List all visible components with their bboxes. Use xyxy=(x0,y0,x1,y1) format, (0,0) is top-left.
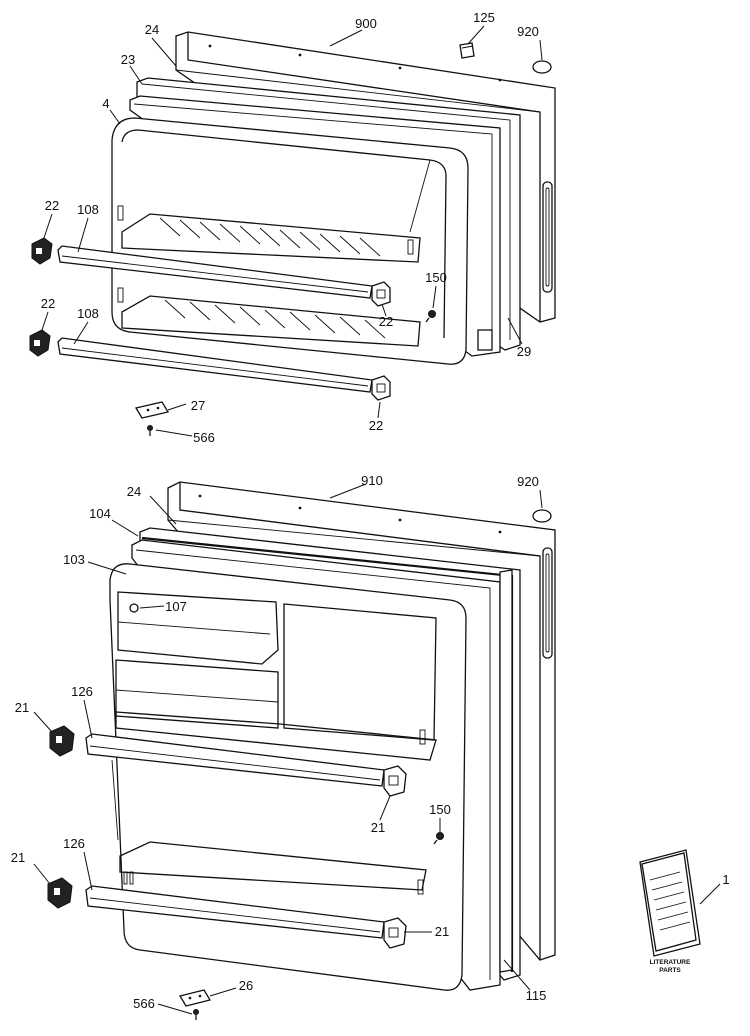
callout-920-bottom: 920 xyxy=(517,474,539,489)
trim-strip-115 xyxy=(499,569,513,973)
freezer-shelf-bar-lower xyxy=(57,337,373,393)
callout-21-c: 21 xyxy=(11,850,25,865)
leader-lines xyxy=(33,25,721,1015)
bar-end-cap-22b xyxy=(371,281,391,307)
callout-108-a: 108 xyxy=(77,202,99,217)
fresh-food-door-assembly xyxy=(47,481,556,1020)
callout-22-a: 22 xyxy=(45,198,59,213)
callout-104: 104 xyxy=(89,506,111,521)
callout-29: 29 xyxy=(517,344,531,359)
callout-125: 125 xyxy=(473,10,495,25)
bar-end-cap-22d xyxy=(371,375,391,401)
callout-115: 115 xyxy=(526,988,547,1003)
cap-part-lower xyxy=(532,509,552,523)
callout-920-top: 920 xyxy=(517,24,539,39)
callout-108-b: 108 xyxy=(77,306,99,321)
callout-910: 910 xyxy=(361,473,383,488)
callout-900: 900 xyxy=(355,16,377,31)
callout-24-bottom: 24 xyxy=(127,484,141,499)
callout-1: 1 xyxy=(722,872,729,887)
literature-label-line2: PARTS xyxy=(659,967,681,974)
plug-part xyxy=(459,42,475,59)
callout-22-b: 22 xyxy=(379,314,393,329)
bar-end-cap-22a xyxy=(31,237,53,265)
freezer-door-assembly xyxy=(29,31,556,436)
hinge-pad-27 xyxy=(134,401,170,419)
screw-566a xyxy=(147,425,153,436)
callout-4: 4 xyxy=(102,96,109,111)
fresh-food-inner-liner xyxy=(109,563,467,991)
callout-22-c: 22 xyxy=(41,296,55,311)
callout-126-a: 126 xyxy=(71,684,93,699)
cap-part xyxy=(532,60,552,74)
bar-end-cap-21d xyxy=(383,917,407,949)
callout-24-top: 24 xyxy=(145,22,159,37)
bar-end-cap-22c xyxy=(29,329,51,357)
callout-26: 26 xyxy=(239,978,253,993)
callout-566-a: 566 xyxy=(193,430,215,445)
callout-21-d: 21 xyxy=(435,924,449,939)
freezer-inner-liner xyxy=(111,117,469,365)
literature-parts-booklet: LITERATURE PARTS xyxy=(639,849,701,974)
callout-126-b: 126 xyxy=(63,836,85,851)
callout-107: 107 xyxy=(165,599,187,614)
literature-label-line1: LITERATURE xyxy=(650,959,691,966)
screw-150a xyxy=(425,310,436,323)
callout-labels: 900 125 920 24 23 4 22 108 150 22 29 22 … xyxy=(11,10,730,1011)
bar-end-cap-21c xyxy=(47,877,73,909)
callout-23: 23 xyxy=(121,52,135,67)
freezer-shelf-bar-upper xyxy=(57,245,373,299)
callout-103: 103 xyxy=(63,552,85,567)
callout-150-a: 150 xyxy=(425,270,447,285)
callout-21-a: 21 xyxy=(15,700,29,715)
callout-566-b: 566 xyxy=(133,996,155,1011)
bar-end-cap-21b xyxy=(383,765,407,797)
bar-end-cap-21a xyxy=(49,725,75,757)
callout-21-b: 21 xyxy=(371,820,385,835)
hinge-pad-26 xyxy=(178,989,212,1007)
screw-150b xyxy=(433,832,444,845)
callout-22-d: 22 xyxy=(369,418,383,433)
callout-27: 27 xyxy=(191,398,205,413)
screw-566b xyxy=(193,1009,199,1020)
callout-150-b: 150 xyxy=(429,802,451,817)
